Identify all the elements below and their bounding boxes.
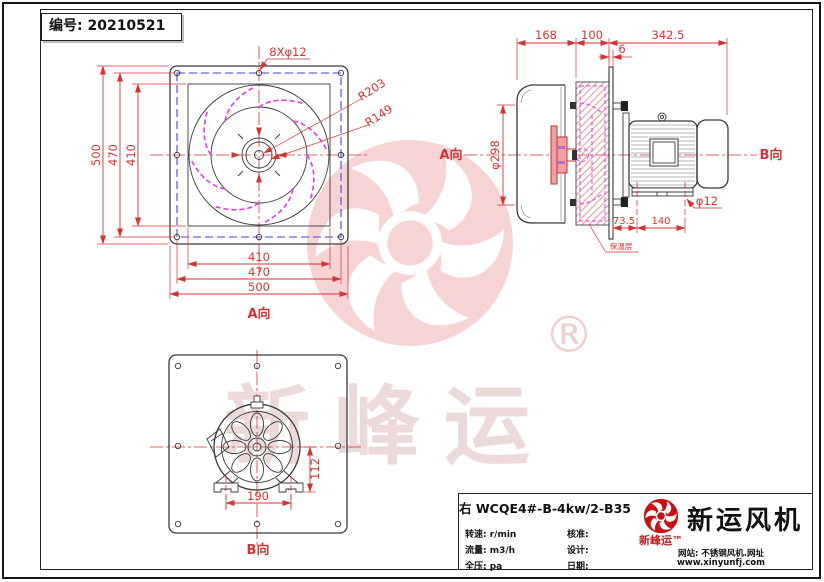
watermark-script-text: 新峰运 (224, 377, 554, 477)
title-block: 右 WCQE4#-B-4kw/2-B35 转速: r/min 核准: 流量: m… (458, 493, 813, 572)
hub-corner-ticks (237, 133, 281, 177)
motor-nameplate-inner (652, 141, 676, 164)
impeller-outer-circle (188, 84, 330, 226)
dim-190: 190 (247, 489, 269, 503)
fan-cowl-circle (221, 411, 293, 483)
dim-342-5: 342.5 (652, 28, 685, 42)
insulation-label: 保温层 (610, 242, 633, 251)
motor-eyebolt (657, 112, 667, 122)
inlet-bell-outline (516, 84, 565, 224)
impeller-blades (189, 85, 329, 225)
front-outer-plate (169, 65, 349, 245)
motor-eyebolt-center (660, 115, 664, 119)
plate-studs (612, 101, 628, 207)
inlet-bell-flare-lines (520, 89, 532, 219)
cowl-vent-slots (222, 412, 292, 482)
dim-470-left: 470 (106, 144, 120, 166)
doc-number-box: 编号: 20210521 (41, 13, 182, 41)
side-view-label-a: A向 (439, 147, 462, 163)
watermark-fan-logo (302, 140, 518, 346)
sign-design-cell: 设计: (567, 546, 589, 556)
dim-100: 100 (581, 28, 603, 42)
bolt-holes-callout: 8Xφ12 (269, 45, 306, 59)
dim-6: 6 (618, 42, 625, 56)
rear-hub-circle (247, 437, 267, 457)
side-top-dimensions: 168 100 342.5 6 (516, 28, 728, 115)
motor (622, 112, 729, 220)
watermark-registered-mark: ® (544, 306, 594, 364)
front-bolt-circle-square (176, 72, 342, 238)
model-text: 右 WCQE4#-B-4kw/2-B35 (459, 501, 631, 516)
dim-410-left: 410 (124, 144, 138, 166)
dim-phi12-callout: φ12 (696, 194, 718, 208)
front-bolt-holes (173, 69, 345, 241)
brand-fan-logo (643, 498, 679, 534)
spec-speed-cell: 转速: r/min (465, 530, 517, 540)
brand-area: 新峰运™ 新运风机 网站: 不锈钢风机.网址 www.xinyunfj.com (629, 494, 813, 570)
dim-112: 112 (308, 458, 322, 480)
insulation-callout: 保温层 (588, 223, 638, 253)
sheet-inner-frame (40, 9, 813, 570)
dim-140: 140 (651, 216, 670, 227)
front-left-dimensions: 500 470 410 (89, 65, 186, 245)
front-bottom-dimensions: 410 470 500 (169, 228, 349, 299)
bottom-plate (168, 354, 348, 534)
dim-500-left: 500 (89, 144, 103, 166)
front-opening (187, 83, 331, 227)
side-view: A向 B向 (439, 28, 783, 253)
insulation-detail-lines (575, 85, 606, 222)
bottom-dimensions: 190 112 (225, 446, 322, 510)
dim-500-bottom: 500 (248, 280, 270, 294)
date-value-cell (593, 556, 629, 571)
dim-410-bottom: 410 (248, 250, 270, 264)
brand-site-line2: www.xinyunfj.com (677, 558, 765, 568)
model-cell: 右 WCQE4#-B-4kw/2-B35 (459, 494, 631, 524)
sign-approve-cell: 核准: (567, 530, 589, 540)
inlet-diameter-dimension: φ298 (488, 104, 515, 206)
bottom-bolt-holes (174, 362, 342, 528)
brand-site-line1: 网站: 不锈钢风机.网址 (677, 549, 765, 559)
terminal-box (206, 428, 230, 458)
sign-date-cell: 日期: (567, 562, 589, 572)
front-view-label: A向 (247, 306, 270, 322)
doc-number-label: 编号: 20210521 (49, 18, 166, 34)
bottom-view: 190 112 B向 (150, 350, 363, 558)
bottom-view-label: B向 (247, 542, 270, 558)
brand-script-text: 新峰运™ (639, 534, 683, 547)
dim-73-5: 73.5 (613, 216, 635, 227)
motor-feet (631, 187, 694, 197)
spec-pressure-cell: 全压: pa (465, 562, 503, 572)
side-view-label-b: B向 (760, 147, 783, 163)
mounting-plate (608, 66, 614, 240)
dim-168: 168 (535, 28, 557, 42)
motor-end-cap (696, 119, 729, 189)
approve-value-cell (593, 524, 629, 540)
shaft-hub (550, 125, 577, 185)
dim-470-bottom: 470 (248, 265, 270, 279)
lifting-lug (250, 395, 264, 409)
design-value-cell (593, 540, 629, 556)
motor-nameplate (649, 138, 679, 167)
block-bolts (570, 102, 577, 206)
spec-flow-cell: 流量: m3/h (465, 546, 516, 556)
side-bottom-dimensions: 73.5 140 φ12 (612, 194, 722, 233)
rear-shaft-circle (252, 442, 262, 452)
brand-name-text: 新运风机 (687, 506, 804, 536)
hub-circle-shaft (254, 150, 264, 160)
dim-phi298: φ298 (488, 140, 502, 170)
